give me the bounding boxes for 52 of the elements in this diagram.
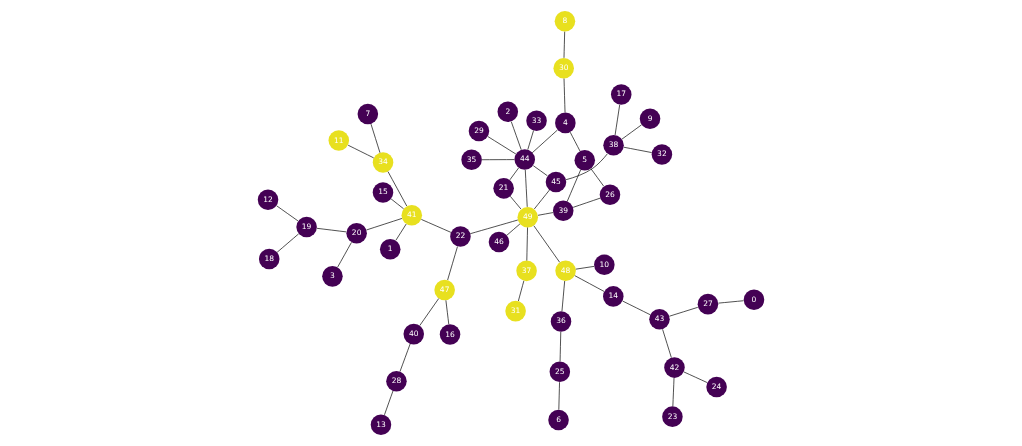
connector <box>614 104 621 136</box>
connector <box>316 227 347 233</box>
connector <box>445 299 450 325</box>
connector <box>537 212 554 216</box>
connector <box>563 78 566 113</box>
connector <box>481 159 515 161</box>
connector <box>509 167 519 181</box>
connector <box>366 218 403 231</box>
connector <box>622 300 651 316</box>
connector <box>532 129 558 153</box>
connector <box>533 189 550 210</box>
connector <box>662 329 672 358</box>
connector <box>387 171 408 207</box>
connector <box>590 168 605 187</box>
connector <box>668 306 699 317</box>
connector <box>683 371 708 383</box>
connector <box>532 165 548 177</box>
connector <box>718 300 744 304</box>
connector <box>527 130 534 150</box>
connector <box>563 31 565 59</box>
connector <box>565 153 608 181</box>
connector <box>370 123 381 154</box>
connector <box>569 131 581 152</box>
connector <box>384 390 394 416</box>
connector <box>399 343 411 372</box>
connector <box>558 381 560 410</box>
connector <box>510 121 522 150</box>
connector <box>419 298 440 326</box>
connector <box>509 195 522 210</box>
connector <box>421 219 452 233</box>
connector <box>470 219 519 235</box>
connector <box>623 146 652 153</box>
connector <box>447 246 458 281</box>
connector <box>276 205 299 222</box>
connector <box>506 223 521 236</box>
connector <box>276 233 300 253</box>
connector <box>572 197 601 208</box>
connector <box>575 266 595 270</box>
connector <box>524 169 528 208</box>
connector <box>395 223 407 241</box>
connector <box>533 225 560 263</box>
connector <box>561 280 566 312</box>
connector <box>526 227 528 261</box>
connector <box>672 377 675 407</box>
connector <box>487 136 517 155</box>
connector <box>621 124 642 140</box>
connector <box>574 275 605 292</box>
connector <box>566 169 582 202</box>
connector <box>559 331 562 362</box>
connector <box>390 198 404 210</box>
connector <box>337 242 352 268</box>
connector <box>518 280 525 302</box>
